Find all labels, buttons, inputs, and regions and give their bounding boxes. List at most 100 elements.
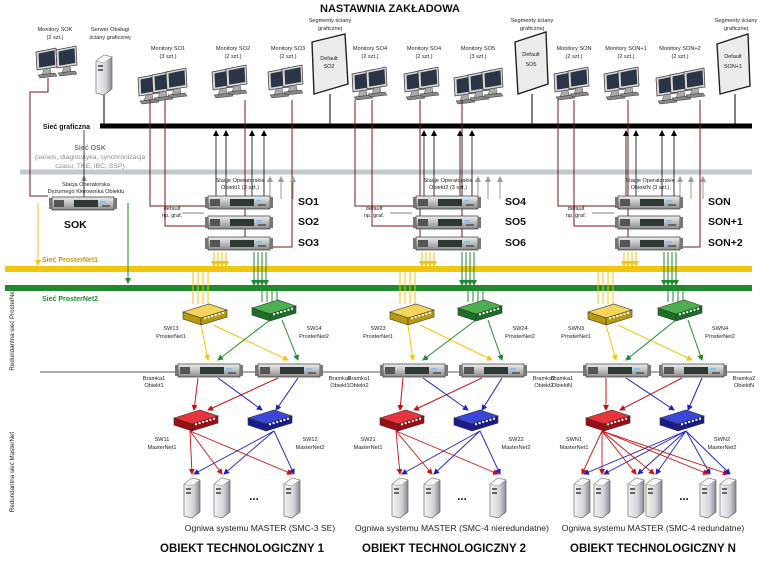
default-label: default (164, 206, 181, 212)
station-name: SO4 (505, 196, 526, 208)
svg-text:Stacja Operatorska: Stacja Operatorska (62, 182, 111, 188)
svg-text:(2 szt.): (2 szt.) (46, 35, 63, 41)
wall-segment-3: Default SON+1 (716, 33, 751, 95)
sok-station (48, 196, 118, 211)
sw-a-net: ProsterNet1 (561, 334, 591, 340)
gw-to-masternet1 (191, 377, 199, 411)
gateway-2-label: Bramka2 (533, 376, 555, 382)
default-label-2: np. graf. (162, 213, 183, 219)
masternet2-node-link (223, 430, 275, 475)
gw-to-masternet2 (481, 377, 503, 411)
monitors-so4 (351, 66, 388, 101)
gw-to-masternet2 (217, 377, 263, 411)
sw-a-net: ProsterNet1 (156, 334, 186, 340)
prosternet1-label: Sieć ProsterNet1 (42, 257, 98, 264)
sok-name: SOK (64, 219, 87, 231)
graphic-network-label: Sieć graficzna (43, 124, 90, 131)
gateway-2-label: Bramka2 (733, 376, 755, 382)
sw-a-id: SW23 (370, 326, 385, 332)
master-node-icon (391, 477, 409, 519)
gw-to-masternet2 (687, 377, 703, 411)
station-name: SO3 (298, 237, 319, 249)
sw-a-id: SWN3 (568, 326, 584, 332)
masternet1-node-link (601, 430, 729, 476)
masternet1-node-link (601, 430, 637, 475)
gw-to-masternet2 (625, 377, 675, 411)
gateway-1-object: Obiekt1 (144, 383, 163, 389)
masternet2-node-link (433, 430, 481, 475)
default-label-2: np. graf. (364, 213, 385, 219)
svg-text:Monitory SON+2: Monitory SON+2 (659, 46, 701, 52)
svg-text:graficznej: graficznej (520, 26, 544, 32)
gateway-2 (658, 363, 728, 378)
masternet2-node-link (401, 430, 481, 475)
masternet2-node-link (193, 430, 275, 475)
pn1-gw-a (407, 324, 416, 361)
gateway-2-object: Obiekt2 (534, 383, 553, 389)
master-node-icon (489, 477, 507, 519)
pn2-gw-a (422, 319, 477, 361)
masternet2-node-link (583, 430, 687, 475)
svg-text:Segmenty ściany: Segmenty ściany (715, 18, 758, 24)
sw-a-id: SW13 (163, 326, 178, 332)
sok-monitors (35, 45, 78, 79)
gateway-1-label: Bramka1 (551, 376, 573, 382)
prosternet1-switch (182, 303, 228, 326)
more-nodes-ellipsis: ... (457, 491, 467, 503)
svg-text:(2 szt.): (2 szt.) (361, 54, 378, 60)
sw-b-id: SW14 (306, 326, 321, 332)
masternet1-switch (585, 409, 631, 432)
gateway-2-object: Obiekt1 (330, 383, 349, 389)
pn2-gw-b (487, 319, 504, 361)
gateway-1-object: Obiekt2 (349, 383, 368, 389)
gateway-1 (582, 363, 652, 378)
master-node-icon (283, 477, 301, 519)
monitors-so2 (211, 64, 248, 99)
stations-count: Obiekt1 (3 szt.) (221, 185, 259, 191)
master-node-icon (699, 477, 717, 519)
group-footer: Ogniwa systemu MASTER (SMC-4 redundatne) (562, 523, 745, 533)
gateway-2 (254, 363, 324, 378)
svg-text:Monitory SO1: Monitory SO1 (151, 46, 185, 52)
msw-a-id: SW21 (360, 437, 375, 443)
monitor-cable (573, 100, 618, 227)
operator-station-so1 (204, 195, 274, 210)
default-label-2: np. graf. (566, 213, 587, 219)
svg-text:(2 szt.): (2 szt.) (415, 54, 432, 60)
side-label-proster: Redundantna sieć ProsterNet (9, 289, 16, 370)
svg-text:Monitory SO4: Monitory SO4 (353, 46, 387, 52)
msw-a-net: MasterNet1 (148, 445, 177, 451)
gw-to-masternet1 (619, 377, 683, 411)
gw-to-masternet1 (207, 377, 279, 411)
masternet2-node-link (273, 430, 295, 475)
svg-text:(2 szt.): (2 szt.) (617, 54, 634, 60)
wall-drops (329, 94, 736, 126)
sw-b-id: SW24 (512, 326, 527, 332)
operator-station-so3 (204, 236, 274, 251)
msw-a-id: SW11 (155, 437, 170, 443)
monitor-cable (149, 100, 208, 207)
group-footer: Ogniwa systemu MASTER (SMC-3 SE) (185, 523, 336, 533)
master-node-icon (423, 477, 441, 519)
svg-text:Default: Default (522, 52, 540, 58)
sok-monitors-label: Monitory SOK (38, 27, 73, 33)
pn1-gw-b (419, 324, 493, 361)
gateway-1-label: Bramka1 (143, 376, 165, 382)
masternet2-switch (453, 409, 499, 432)
svg-text:Monitory SON: Monitory SON (556, 46, 591, 52)
page-title: NASTAWNIA ZAKŁADOWA (320, 3, 460, 15)
svg-text:SON+1: SON+1 (724, 64, 742, 70)
gateway-2-object: ObiektN (734, 383, 754, 389)
sw-b-net: ProsterNet2 (705, 334, 735, 340)
gateway-2 (458, 363, 528, 378)
masternet2-node-link (685, 430, 711, 475)
masternet2-node-link (603, 430, 687, 475)
svg-text:(3 szt.): (3 szt.) (469, 54, 486, 60)
sok-monitor-cable (29, 78, 49, 197)
svg-text:graficznej: graficznej (724, 26, 748, 32)
masternet1-node-link (581, 430, 603, 475)
svg-text:Segmenty ściany: Segmenty ściany (511, 18, 554, 24)
master-node-icon (183, 477, 201, 519)
